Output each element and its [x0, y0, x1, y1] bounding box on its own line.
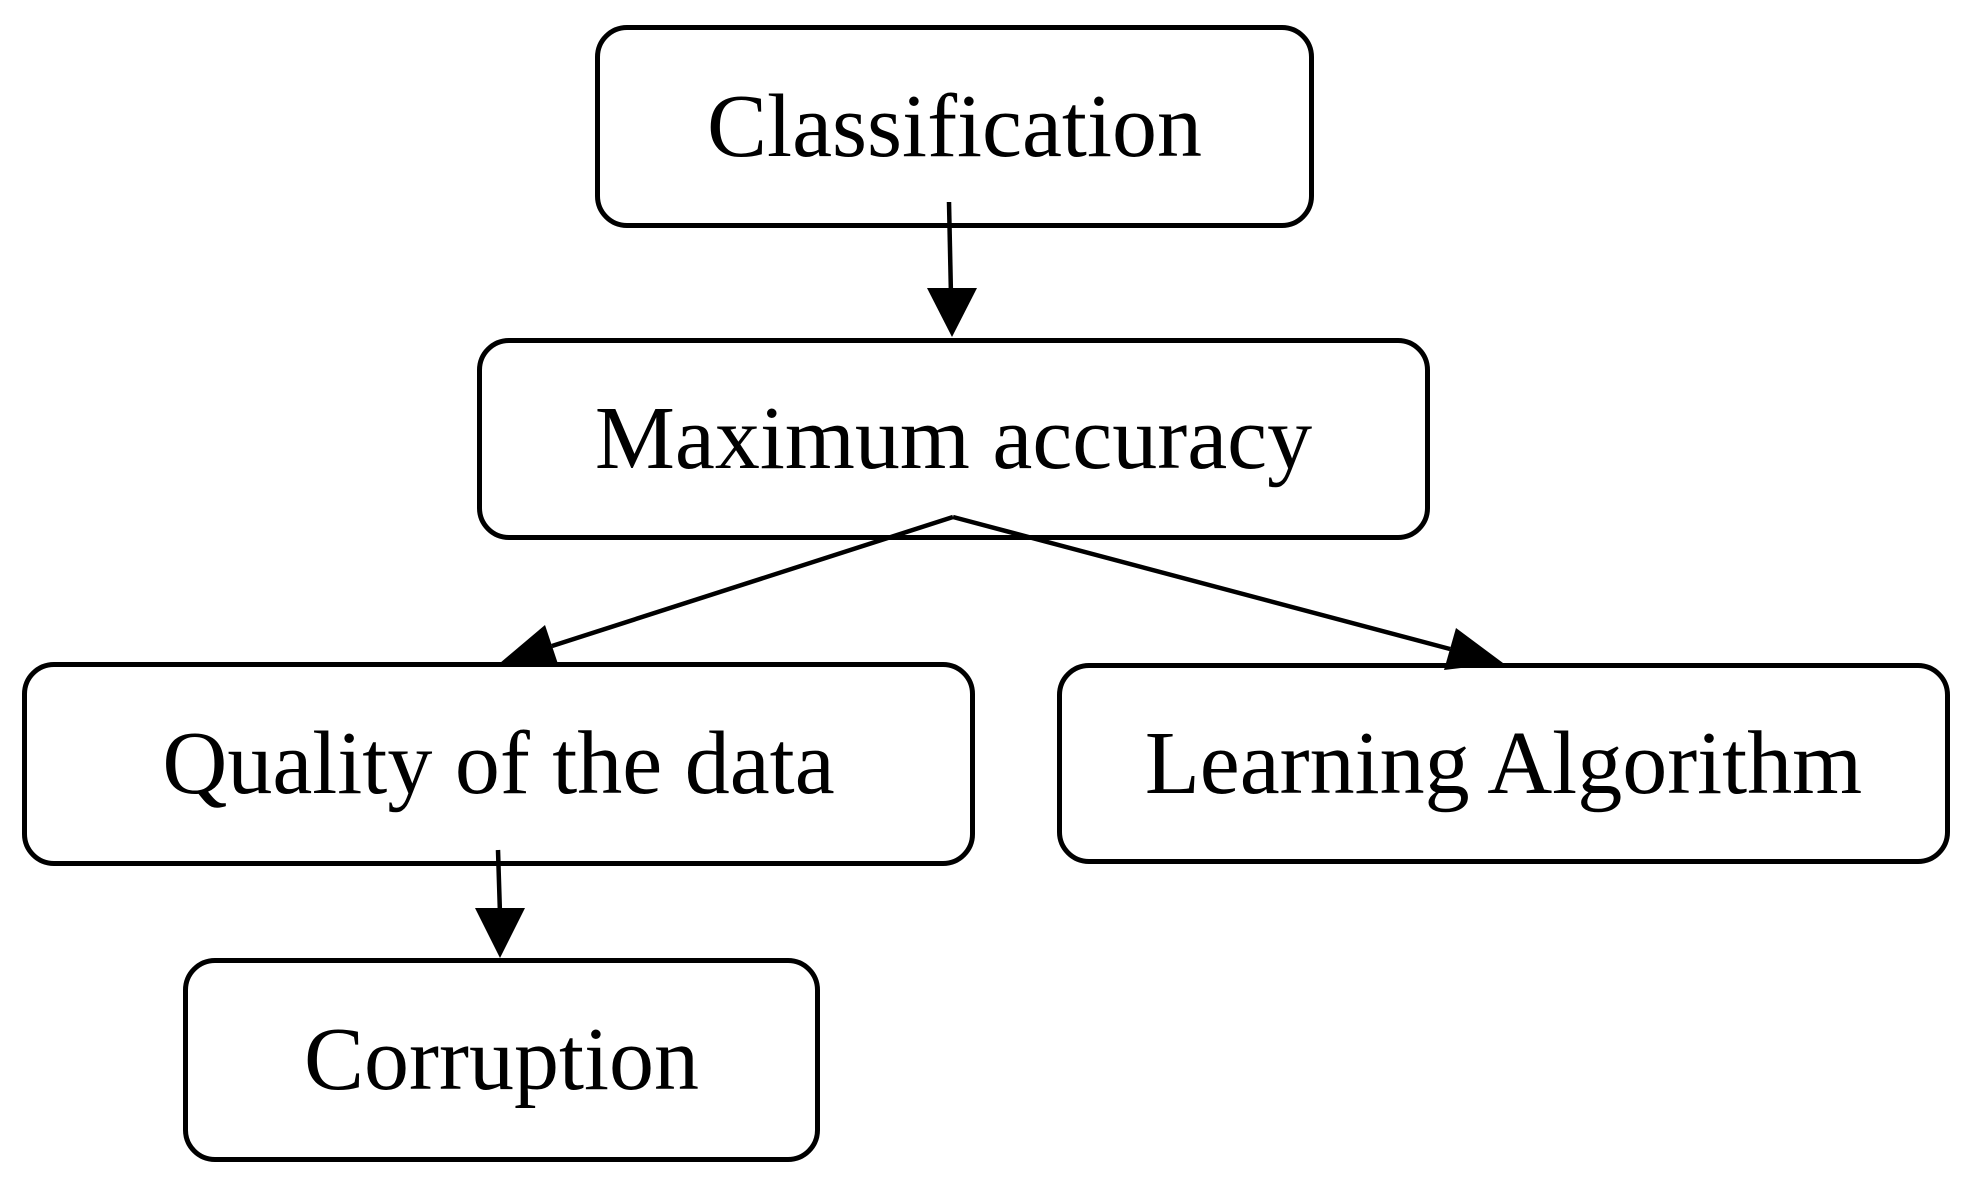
node-maximum-accuracy: Maximum accuracy — [477, 338, 1430, 540]
edge-quality-to-corruption-arrowhead — [475, 908, 525, 958]
node-corruption: Corruption — [183, 958, 820, 1162]
edge-classification-to-maximum-accuracy-arrowhead — [927, 288, 977, 337]
node-learning-algorithm-label: Learning Algorithm — [1144, 713, 1863, 813]
node-quality-of-the-data: Quality of the data — [22, 662, 975, 866]
edge-maximum-accuracy-to-quality-arrowhead — [500, 625, 559, 667]
node-corruption-label: Corruption — [304, 1010, 699, 1109]
node-maximum-accuracy-label: Maximum accuracy — [594, 389, 1313, 488]
node-classification-label: Classification — [707, 76, 1202, 176]
node-quality-of-the-data-label: Quality of the data — [162, 714, 835, 813]
node-learning-algorithm: Learning Algorithm — [1057, 663, 1950, 864]
node-classification: Classification — [595, 25, 1314, 228]
edge-quality-to-corruption-line-group — [475, 849, 525, 958]
